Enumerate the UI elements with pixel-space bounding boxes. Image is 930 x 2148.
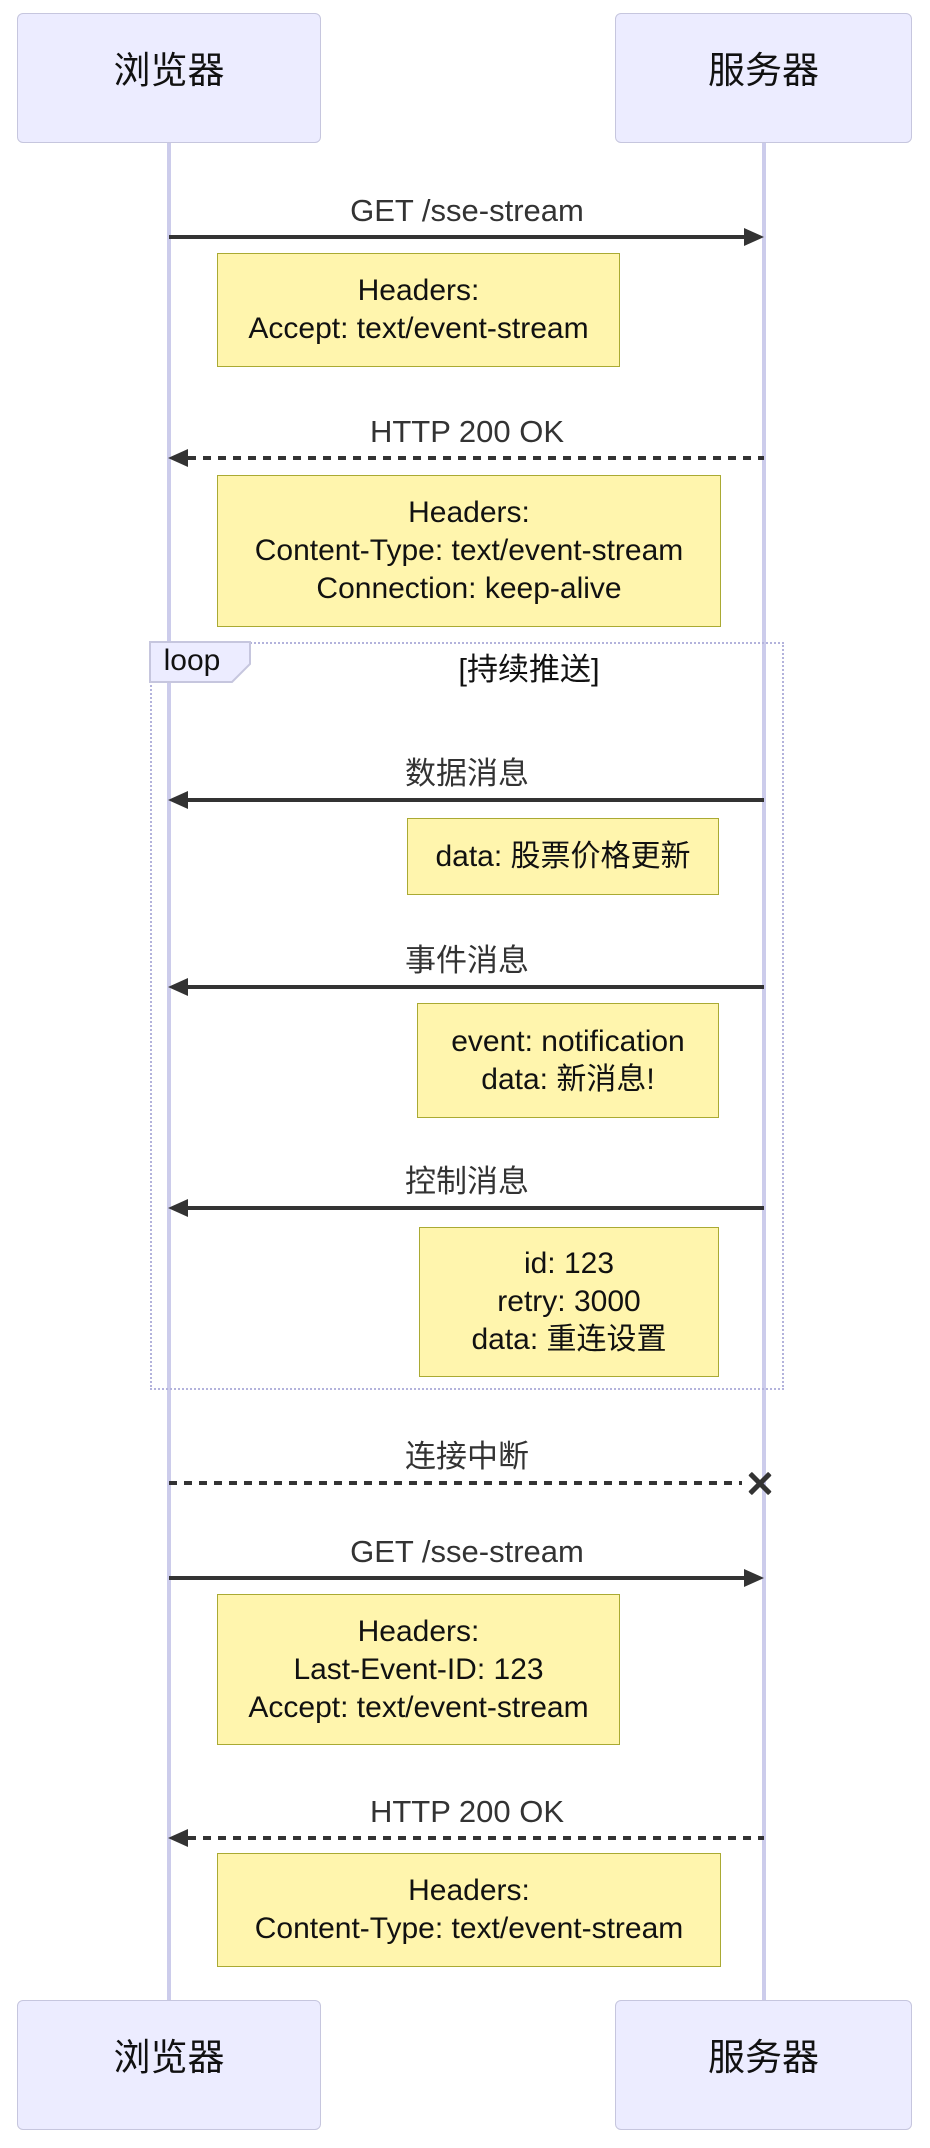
note-event-notification: event: notification data: 新消息! (417, 1003, 719, 1118)
arrowhead-right-icon (744, 1569, 764, 1587)
note-line: event: notification (451, 1024, 685, 1058)
message-label-event-message: 事件消息 (405, 943, 529, 978)
arrowhead-left-icon (168, 1829, 188, 1847)
actor-server-top-label: 服务器 (708, 50, 819, 91)
note-line: data: 新消息! (481, 1062, 655, 1096)
note-line: Headers: (408, 1874, 530, 1907)
actor-browser-bottom-label: 浏览器 (113, 2037, 225, 2078)
arrowhead-left-icon (168, 1199, 188, 1217)
message-line-8 (188, 1836, 764, 1840)
message-label-data-message: 数据消息 (405, 756, 529, 791)
note-line: Content-Type: text/event-stream (254, 1912, 684, 1945)
note-line: Accept: text/event-stream (248, 1690, 589, 1724)
note-line: Connection: keep-alive (316, 572, 622, 605)
note-line: data: 重连设置 (471, 1323, 667, 1356)
loop-label-shape (149, 641, 251, 683)
message-line-2 (188, 456, 764, 460)
message-line-3 (188, 798, 764, 802)
message-line-7 (169, 1576, 746, 1580)
note-response-headers-2: Headers: Content-Type: text/event-stream (217, 1853, 721, 1967)
note-request-headers-2: Headers: Last-Event-ID: 123 Accept: text… (217, 1594, 620, 1745)
loop-frame (150, 642, 784, 1390)
loop-condition: [持续推送] (458, 652, 600, 687)
note-line: Last-Event-ID: 123 (293, 1652, 544, 1686)
arrowhead-left-icon (168, 978, 188, 996)
message-line-6 (169, 1481, 742, 1485)
arrowhead-left-icon (168, 449, 188, 467)
lifeline-browser (167, 143, 171, 2000)
message-line-4 (188, 985, 764, 989)
note-line: id: 123 (523, 1247, 615, 1280)
actor-browser-top-label: 浏览器 (113, 50, 225, 91)
note-line: Headers: (357, 1614, 480, 1648)
note-request-headers-1: Headers: Accept: text/event-stream (217, 253, 620, 367)
note-line: Content-Type: text/event-stream (254, 534, 684, 567)
note-data-stock-update: data: 股票价格更新 (407, 818, 719, 895)
loop-keyword: loop (163, 644, 221, 677)
actor-server-top: 服务器 (615, 13, 912, 143)
note-line: retry: 3000 (497, 1285, 641, 1318)
actor-browser-top: 浏览器 (17, 13, 321, 143)
arrowhead-left-icon (168, 791, 188, 809)
message-line-5 (188, 1206, 764, 1210)
message-label-control-message: 控制消息 (405, 1164, 529, 1199)
note-line: Headers: (357, 274, 480, 307)
lifeline-server (762, 143, 766, 2000)
note-line: data: 股票价格更新 (435, 839, 691, 873)
actor-server-bottom: 服务器 (615, 2000, 912, 2130)
note-control-fields: id: 123 retry: 3000 data: 重连设置 (419, 1227, 719, 1377)
note-response-headers-1: Headers: Content-Type: text/event-stream… (217, 475, 721, 627)
message-line-1 (169, 235, 746, 239)
note-line: Headers: (408, 496, 530, 529)
message-label-http-200-1: HTTP 200 OK (369, 414, 565, 449)
message-label-get-sse-stream-1: GET /sse-stream (350, 193, 584, 228)
message-label-http-200-2: HTTP 200 OK (369, 1794, 565, 1829)
actor-server-bottom-label: 服务器 (708, 2037, 819, 2078)
note-line: Accept: text/event-stream (248, 312, 589, 345)
connection-lost-cross-icon (745, 1468, 775, 1498)
arrowhead-right-icon (744, 228, 764, 246)
actor-browser-bottom: 浏览器 (17, 2000, 321, 2130)
message-label-get-sse-stream-2: GET /sse-stream (350, 1534, 584, 1569)
loop-label: loop (149, 641, 251, 683)
message-label-connection-lost: 连接中断 (405, 1439, 529, 1474)
